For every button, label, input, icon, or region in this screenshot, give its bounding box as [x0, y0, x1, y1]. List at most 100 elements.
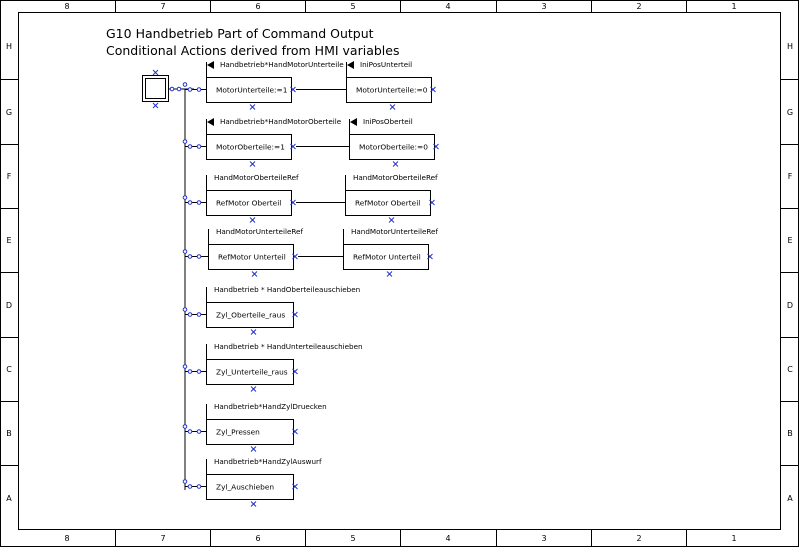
- action-condition-label: Handbetrieb * HandOberteileauschieben: [214, 285, 360, 294]
- cross-stroke: [292, 368, 298, 375]
- action-condition-label: HandMotorUnterteileRef: [216, 227, 303, 236]
- action-box: [206, 474, 294, 500]
- action-action-label: MotorUnterteile:=1: [216, 86, 288, 95]
- action-action-label: Zyl_Auschieben: [216, 483, 274, 492]
- action-block[interactable]: Handbetrieb * HandUnterteileauschiebenZy…: [206, 342, 363, 392]
- action-blocks: Handbetrieb*HandMotorUnterteileMotorUnte…: [182, 60, 439, 507]
- action-box: [206, 190, 292, 216]
- initial-step[interactable]: [142, 69, 195, 109]
- column-label: 3: [541, 534, 546, 543]
- action-action-label: Zyl_Oberteile_raus: [216, 311, 285, 320]
- action-box: [206, 359, 294, 385]
- initial-step-bottom-connector: [152, 102, 159, 109]
- row-label: D: [787, 301, 793, 310]
- output-cross-icon: [292, 483, 298, 490]
- action-block[interactable]: Handbetrieb * HandOberteileauschiebenZyl…: [206, 285, 361, 335]
- cross-stroke: [430, 86, 436, 93]
- next-action-condition-label: IniPosOberteil: [363, 117, 413, 126]
- bottom-cross-icon: [250, 446, 257, 452]
- connection-dot: [187, 87, 193, 92]
- connection-dot: [187, 484, 193, 489]
- connection-dot: [196, 312, 202, 317]
- cross-stroke: [250, 386, 257, 392]
- action-box: [206, 77, 292, 103]
- action-box: [206, 419, 294, 445]
- connection-dot: [187, 369, 193, 374]
- output-cross-icon: [429, 199, 435, 206]
- action-block[interactable]: Handbetrieb*HandMotorOberteileMotorObert…: [206, 117, 342, 167]
- flag-marker-icon: [347, 61, 354, 69]
- output-cross-icon: [427, 253, 433, 260]
- next-action-action-label: MotorOberteile:=0: [359, 143, 428, 152]
- cross-stroke: [292, 428, 298, 435]
- connection-dot: [169, 86, 175, 92]
- cross-stroke: [290, 199, 296, 206]
- cross-stroke: [388, 217, 395, 223]
- row-label: B: [787, 429, 793, 438]
- column-label: 7: [160, 2, 165, 11]
- cross-stroke: [429, 199, 435, 206]
- action-action-label: RefMotor Oberteil: [216, 199, 281, 208]
- initial-step-top-connector: [152, 69, 159, 76]
- output-cross-icon: [292, 311, 298, 318]
- output-cross-icon: [290, 86, 296, 93]
- row-grid-lines: [0, 79, 799, 466]
- row-label: H: [787, 42, 793, 51]
- column-grid-lines: [115, 0, 687, 546]
- flag-marker-icon: [350, 118, 357, 126]
- output-cross-icon: [290, 143, 296, 150]
- connection-dot: [182, 139, 188, 144]
- column-label: 6: [255, 2, 260, 11]
- next-action-condition-label: HandMotorUnterteileRef: [351, 227, 438, 236]
- action-block[interactable]: Handbetrieb*HandMotorUnterteileMotorUnte…: [206, 60, 345, 110]
- cross-stroke: [250, 446, 257, 452]
- bottom-cross-icon: [251, 271, 258, 277]
- bottom-cross-icon: [249, 217, 256, 223]
- column-label: 8: [64, 2, 69, 11]
- column-label: 1: [731, 534, 736, 543]
- cross-stroke: [292, 483, 298, 490]
- row-label: A: [787, 494, 793, 503]
- action-row: Handbetrieb * HandOberteileauschiebenZyl…: [182, 285, 361, 335]
- output-cross-icon: [292, 253, 298, 260]
- row-label: G: [787, 108, 793, 117]
- column-label: 2: [636, 2, 641, 11]
- flag-marker-icon: [207, 118, 214, 126]
- action-box: [206, 302, 294, 328]
- next-action-condition-label: HandMotorOberteileRef: [353, 173, 438, 182]
- action-condition-label: Handbetrieb*HandMotorUnterteile: [220, 60, 344, 69]
- cross-stroke: [249, 217, 256, 223]
- connection-dot: [182, 479, 188, 484]
- column-label: 5: [350, 534, 355, 543]
- cross-stroke: [250, 501, 257, 507]
- action-condition-label: Handbetrieb*HandZylDruecken: [214, 402, 327, 411]
- bottom-cross-icon: [386, 271, 393, 277]
- connection-dot: [187, 200, 193, 205]
- action-condition-label: Handbetrieb*HandMotorOberteile: [220, 117, 342, 126]
- connection-dot: [187, 144, 193, 149]
- row-label: A: [6, 494, 12, 503]
- column-label: 7: [160, 534, 165, 543]
- cross-stroke: [251, 271, 258, 277]
- cross-stroke: [386, 271, 393, 277]
- cross-stroke: [292, 311, 298, 318]
- connection-dot: [196, 369, 202, 374]
- column-label: 6: [255, 534, 260, 543]
- cross-stroke: [427, 253, 433, 260]
- cross-stroke: [392, 161, 399, 167]
- inner-frame: [18, 12, 781, 530]
- cross-stroke: [250, 329, 257, 335]
